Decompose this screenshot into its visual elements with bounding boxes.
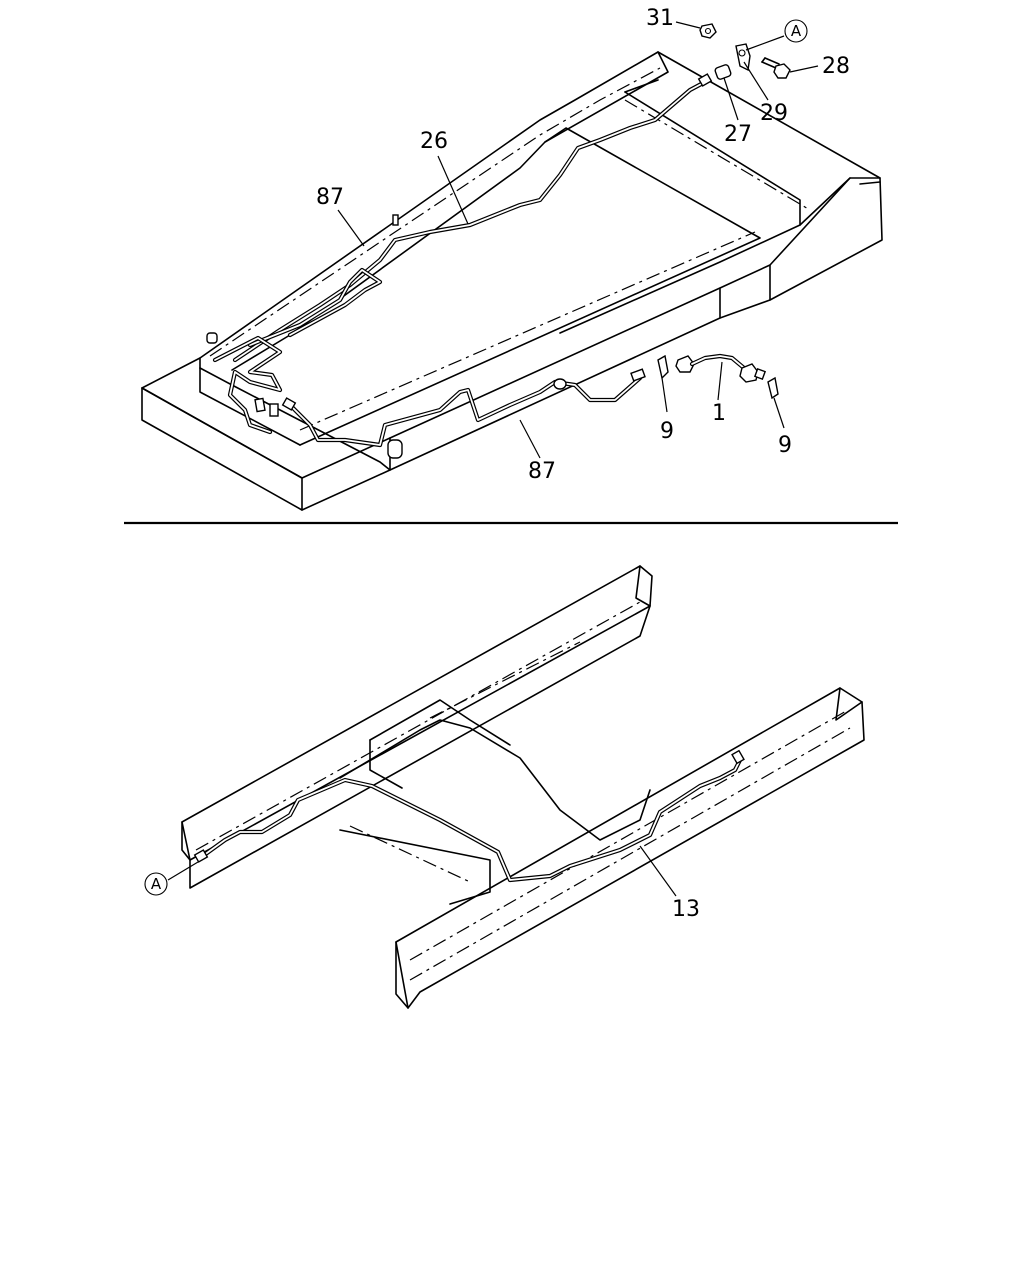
callout-9-left: 9 xyxy=(660,419,674,444)
union-27-icon xyxy=(714,64,732,80)
callout-27: 27 xyxy=(724,122,752,147)
bolt-28-icon xyxy=(761,57,791,79)
nut-31-icon xyxy=(699,23,717,39)
top-callouts: 31 28 29 27 26 87 87 1 9 9 xyxy=(316,6,850,484)
svg-text:A: A xyxy=(151,875,162,893)
bracket-29-icon xyxy=(735,43,751,72)
bottom-ref-marker-a: A xyxy=(144,872,168,896)
callout-1: 1 xyxy=(712,401,726,426)
callout-28: 28 xyxy=(822,54,850,79)
bottom-leader-lines xyxy=(167,845,677,897)
callout-87-upper: 87 xyxy=(316,185,344,210)
callout-87-lower: 87 xyxy=(528,459,556,484)
top-ref-marker-a: A xyxy=(784,19,808,43)
svg-text:A: A xyxy=(791,22,802,40)
clip-9-left-icon xyxy=(657,354,669,380)
top-loose-parts xyxy=(657,23,791,400)
top-leader-lines xyxy=(337,21,819,459)
callout-31: 31 xyxy=(646,6,674,31)
callout-13: 13 xyxy=(672,897,700,922)
hose-1-icon xyxy=(675,353,767,383)
bottom-frame-assembly xyxy=(181,565,865,1009)
bottom-brake-pipe-13 xyxy=(193,749,745,883)
bottom-callouts: 13 xyxy=(672,897,700,922)
top-brake-pipes xyxy=(206,73,713,459)
clip-9-right-icon xyxy=(767,376,779,400)
callout-29: 29 xyxy=(760,101,788,126)
callout-9-right: 9 xyxy=(778,433,792,458)
callout-26: 26 xyxy=(420,129,448,154)
